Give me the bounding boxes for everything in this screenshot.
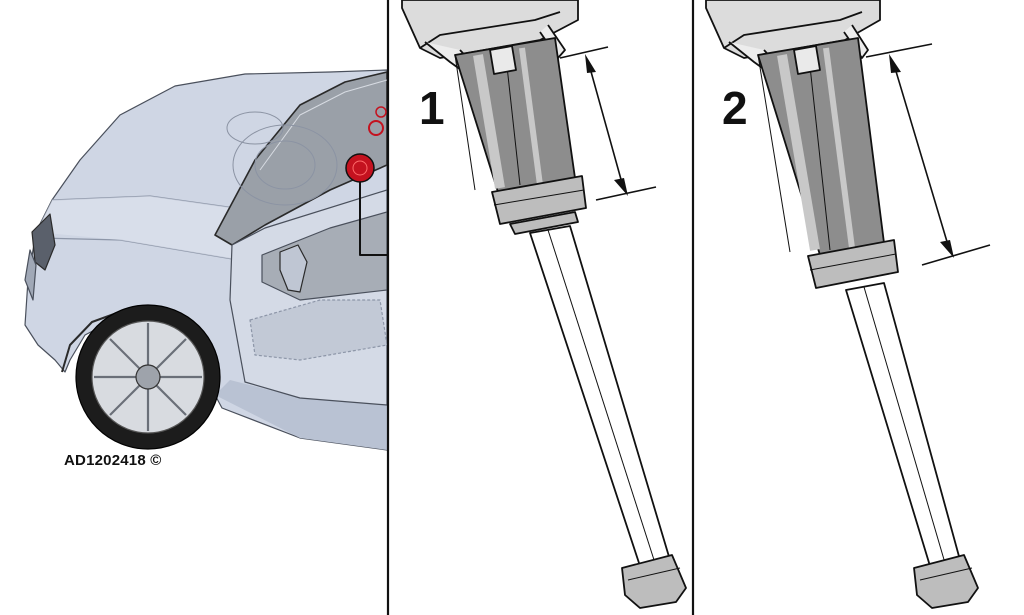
car-illustration [24, 69, 387, 451]
panel-2-lower-rod [845, 282, 961, 567]
panel-2-dimension-arrow [894, 67, 949, 246]
location-marker [345, 153, 375, 183]
figure-code: AD1202418 © [64, 452, 162, 469]
panel-1-lower-rod [529, 225, 671, 567]
panel-2-upper-tube [757, 37, 885, 256]
side-mirror [279, 244, 308, 293]
panel-2-number: 2 [722, 82, 748, 134]
panel-2-end-cap [913, 554, 979, 609]
panel-1-ring [491, 175, 587, 225]
panel-2-ring [807, 239, 899, 289]
panel-1-dimension-arrow [589, 67, 623, 184]
panel-1-end-cap [621, 554, 687, 609]
panel-2-strut [705, 0, 991, 609]
panel-1-number: 1 [419, 82, 445, 134]
panel-1-strut [401, 0, 687, 609]
headlight [31, 213, 56, 271]
windshield [214, 71, 387, 246]
